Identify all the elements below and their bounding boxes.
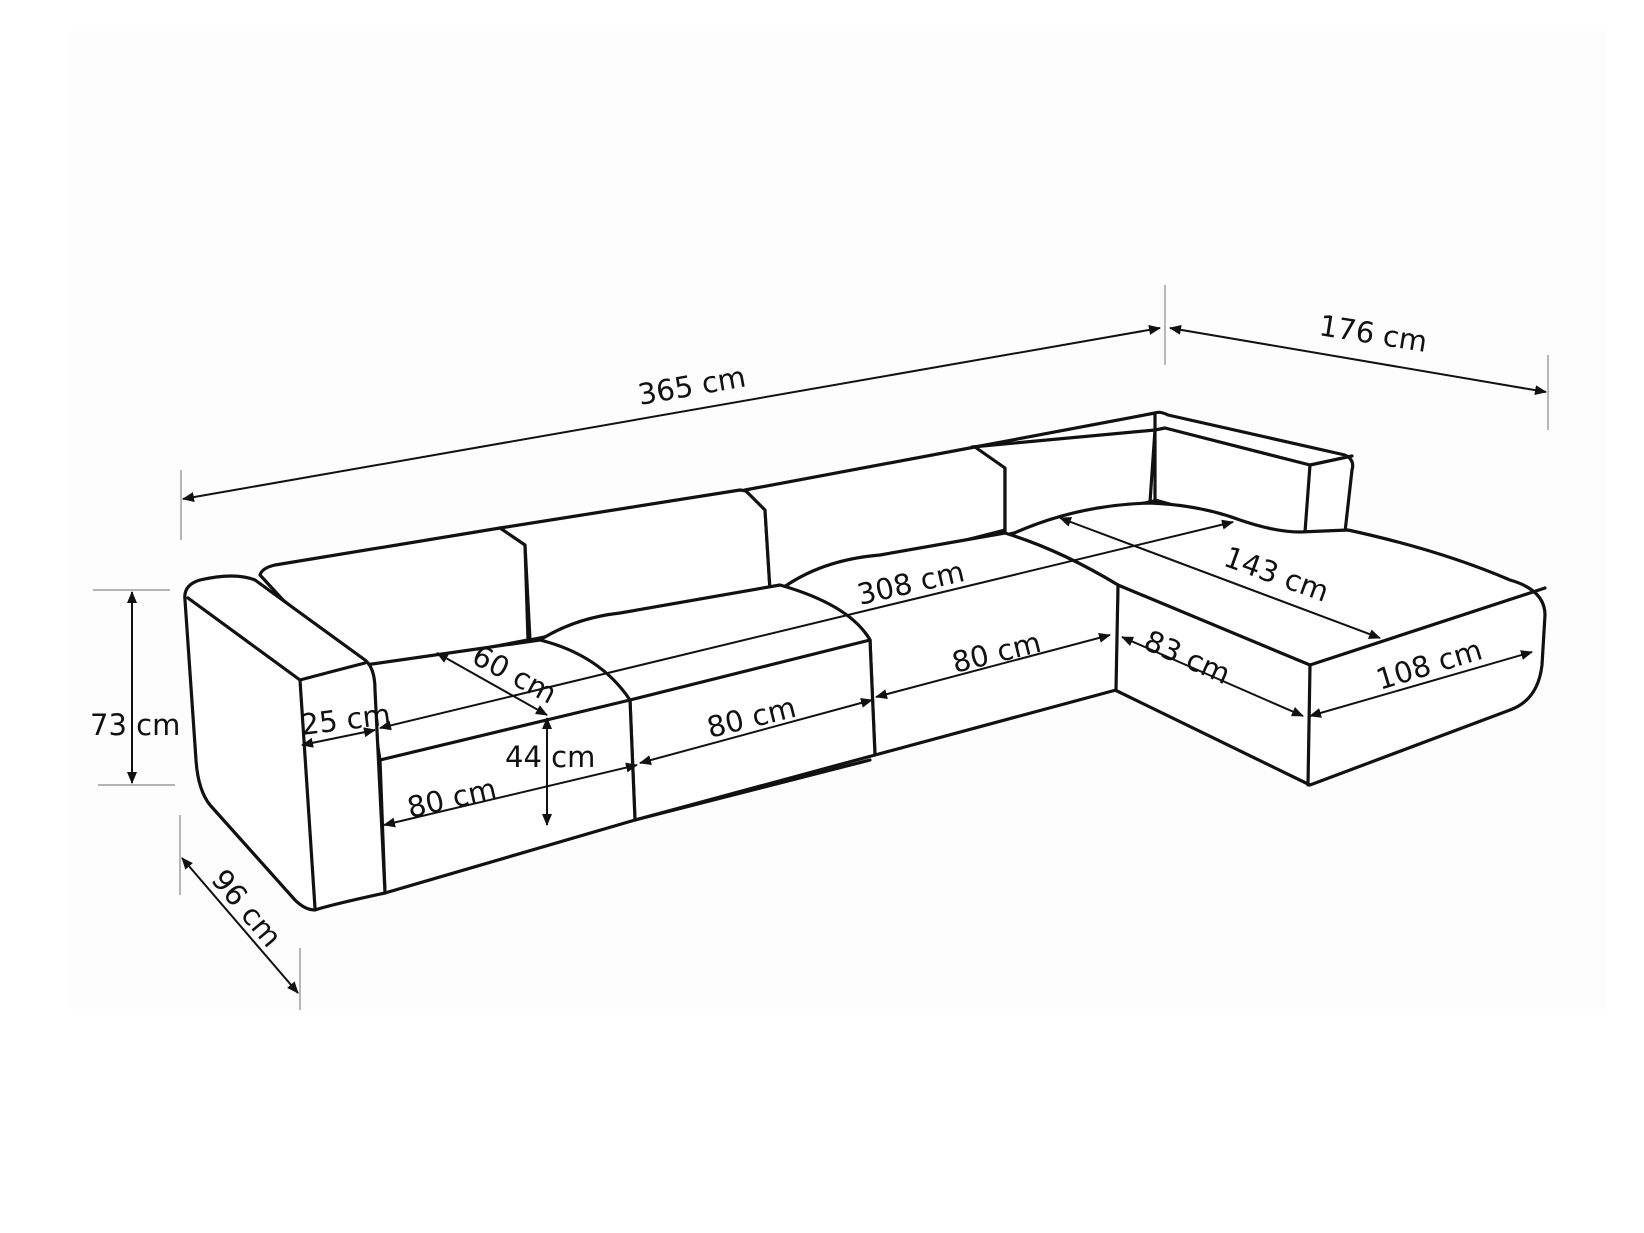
sofa-outline	[183, 410, 1547, 912]
extension-lines	[93, 285, 1549, 1010]
dim-176	[1169, 324, 1547, 396]
left-armrest	[183, 574, 387, 912]
dim-80b	[639, 698, 873, 765]
label-total-length: 365 cm	[635, 360, 748, 412]
dim-96	[181, 857, 299, 994]
dim-25	[301, 727, 376, 748]
dim-80c	[875, 632, 1111, 700]
label-seat-height: 44 cm	[505, 740, 595, 774]
dim-83	[1121, 636, 1304, 717]
dim-143	[1059, 517, 1381, 639]
dim-108	[1309, 650, 1533, 718]
dim-60	[436, 652, 548, 716]
dim-80a	[383, 762, 638, 828]
dimension-lines	[127, 324, 1547, 994]
dim-365	[182, 324, 1161, 503]
label-total-height: 73 cm	[90, 708, 180, 742]
label-chaise-depth-total: 176 cm	[1317, 308, 1430, 359]
